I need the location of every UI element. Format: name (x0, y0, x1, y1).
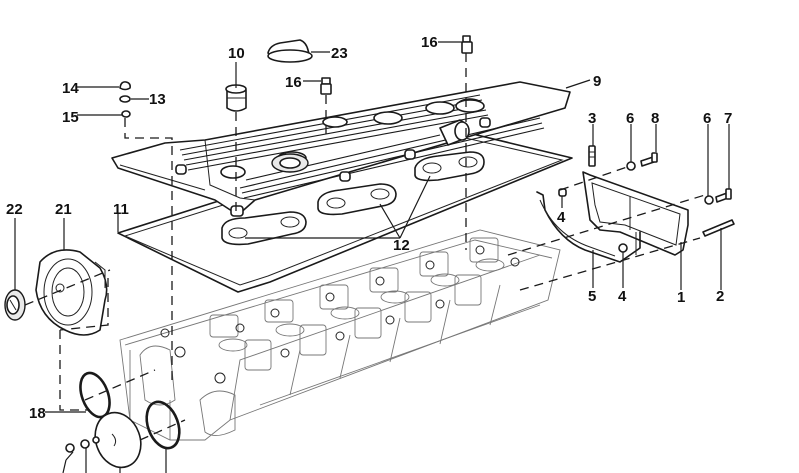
gasket-frame-1 (582, 171, 689, 256)
callout-3: 3 (588, 110, 596, 127)
end-cover-plate (65, 411, 142, 469)
nut-4b (618, 243, 628, 253)
seal-ring-13 (119, 95, 131, 103)
cover-plate-5 (536, 191, 641, 263)
spark-plug-gaskets-12 (221, 151, 485, 246)
callout-labels: 10 23 16 16 14 13 15 9 3 6 8 6 7 4 22 21… (6, 34, 732, 422)
callout-8: 8 (651, 110, 659, 127)
callout-5: 5 (588, 288, 596, 305)
stud-bolt-16b (461, 35, 473, 54)
clip-15 (121, 110, 131, 118)
bolt-7 (715, 188, 732, 203)
cylinder-head (119, 229, 561, 441)
callout-6b: 6 (703, 110, 711, 127)
bolt-8 (640, 152, 658, 167)
callout-2: 2 (716, 288, 724, 305)
callout-16b: 16 (421, 34, 438, 51)
callout-4a: 4 (557, 209, 566, 226)
callout-18: 18 (29, 405, 46, 422)
grommet-10 (225, 84, 247, 112)
dowel-pin-2 (702, 219, 735, 237)
end-housing-21 (35, 249, 108, 336)
callout-21: 21 (55, 201, 72, 218)
callout-9: 9 (593, 73, 601, 90)
callout-11: 11 (113, 201, 129, 218)
washer-6b (704, 195, 714, 205)
oil-filler-cap-23 (267, 39, 313, 63)
callout-6a: 6 (626, 110, 634, 127)
callout-13: 13 (149, 91, 166, 108)
o-ring-lower (145, 400, 181, 450)
callout-4b: 4 (618, 288, 627, 305)
cap-14 (119, 81, 131, 91)
stud-3 (588, 145, 596, 167)
callout-14: 14 (62, 80, 79, 97)
callout-23: 23 (331, 45, 348, 62)
leader-lines (14, 41, 730, 473)
callout-7: 7 (724, 110, 732, 127)
callout-16a: 16 (285, 74, 302, 91)
shaft-seal-22 (4, 289, 26, 321)
washer-6a (626, 161, 636, 171)
callout-22: 22 (6, 201, 23, 218)
callout-12: 12 (393, 237, 410, 254)
callout-15: 15 (62, 109, 79, 126)
assembly-lines (24, 53, 706, 441)
callout-10: 10 (228, 45, 245, 62)
cylinder-head-cover-9 (111, 81, 571, 217)
callout-1: 1 (677, 289, 685, 306)
stud-bolt-16a (320, 77, 332, 95)
